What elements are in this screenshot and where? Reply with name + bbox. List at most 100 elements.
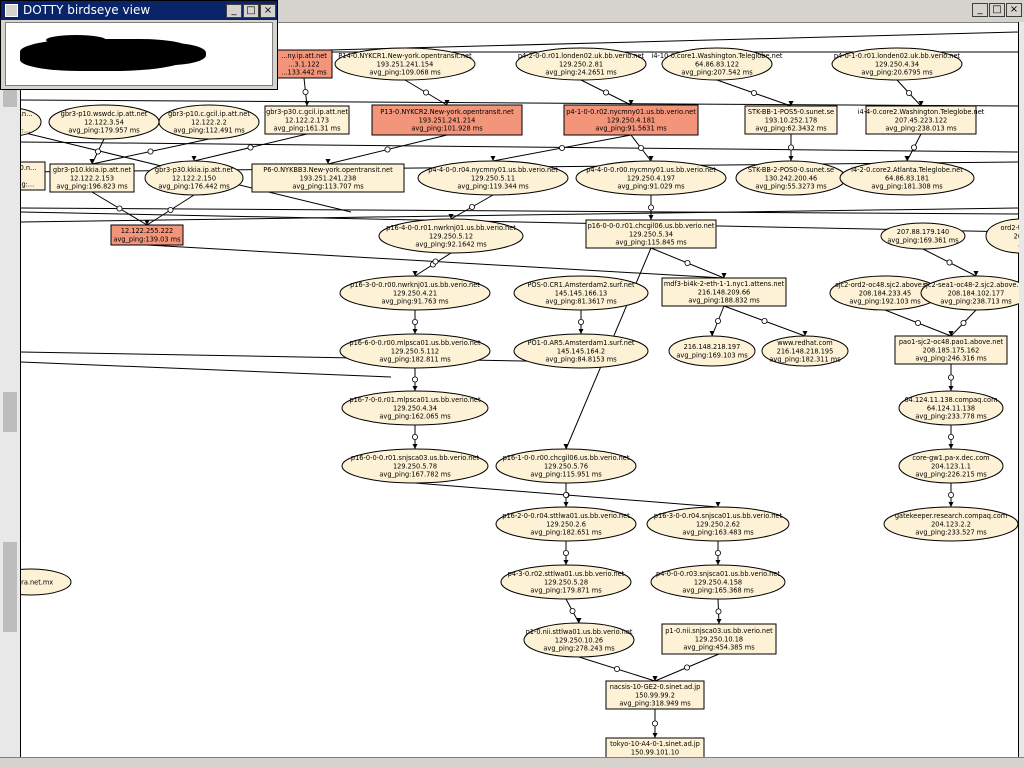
- graph-node-ellipse[interactable]: [985, 218, 1019, 254]
- graph-node-ellipse[interactable]: [920, 275, 1019, 311]
- edge-arrowhead: [721, 273, 727, 278]
- edge-port-marker: [247, 144, 254, 151]
- graph-node-ellipse[interactable]: [646, 506, 790, 542]
- node-label: gbr3-p10.n...: [21, 164, 36, 172]
- graph-node-ellipse[interactable]: [144, 160, 244, 196]
- graph-node-ellipse[interactable]: [650, 564, 786, 600]
- graph-node-ellipse[interactable]: [761, 335, 849, 367]
- graph-node-ellipse[interactable]: [839, 160, 975, 196]
- graph-node-box[interactable]: [605, 680, 705, 710]
- graph-node-box[interactable]: [744, 105, 838, 135]
- graph-node-box[interactable]: [371, 104, 523, 136]
- edge-port-marker: [569, 608, 576, 615]
- edge-port-marker: [384, 146, 391, 153]
- node-label: p16-3-0-0.r04.snjsca01.us.bb.verio.net: [654, 512, 783, 520]
- node-label: 207.45.223.122: [895, 116, 947, 124]
- edge-port-marker: [638, 145, 645, 152]
- graph-node-ellipse[interactable]: [880, 222, 966, 250]
- graph-node-ellipse[interactable]: [575, 160, 727, 196]
- graph-node-ellipse[interactable]: [883, 506, 1019, 542]
- node-label: ord2-tgx1-...: [1001, 224, 1019, 232]
- node-label: 12.122.2.153: [70, 174, 114, 182]
- graph-node-ellipse[interactable]: [661, 47, 773, 81]
- edge-arrowhead: [628, 100, 634, 105]
- left-scroll-ruler[interactable]: [0, 22, 21, 768]
- node-label: p16-7-0-0.r01.mlpsca01.us.bb.verio.net: [349, 396, 481, 404]
- graph-node-ellipse[interactable]: [21, 568, 72, 596]
- node-label: p4-3-0.r02.sttlwa01.us.bb.verio.net: [508, 570, 625, 578]
- graph-node-box[interactable]: [865, 105, 977, 135]
- graph-edge: [21, 361, 392, 378]
- node-label: 193.251.241.238: [300, 174, 357, 182]
- node-label: 12.122.2.150: [172, 174, 216, 182]
- node-label: 204.123.2.2: [931, 520, 971, 528]
- node-label: avg_ping:109.068 ms: [369, 69, 441, 77]
- node-label: 216.148.218.195: [777, 347, 834, 355]
- graph-node-box[interactable]: [894, 335, 1008, 365]
- birdseye-maximize-button[interactable]: □: [243, 4, 259, 18]
- edge-arrowhead: [563, 444, 569, 449]
- graph-node-box[interactable]: [661, 623, 777, 655]
- node-label: 64.124.11.138: [927, 404, 975, 412]
- graph-node-box[interactable]: [110, 224, 184, 246]
- graph-edge: [21, 99, 1019, 107]
- graph-node-box[interactable]: [661, 277, 787, 307]
- graph-node-ellipse[interactable]: [898, 448, 1004, 484]
- graph-node-box[interactable]: [605, 737, 705, 758]
- graph-node-ellipse[interactable]: [831, 47, 963, 81]
- birdseye-minimize-button[interactable]: _: [226, 4, 242, 18]
- graph-node-ellipse[interactable]: [341, 448, 489, 484]
- graph-node-ellipse[interactable]: [378, 218, 524, 254]
- graph-node-box[interactable]: [563, 104, 699, 136]
- node-label: avg_ping:91.763 ms: [381, 298, 449, 306]
- graph-node-ellipse[interactable]: [513, 275, 649, 311]
- graph-node-ellipse[interactable]: [21, 108, 42, 136]
- node-label: nacsis-10-GE2-0.sinet.ad.jp: [610, 683, 701, 691]
- graph-node-ellipse[interactable]: [334, 47, 476, 81]
- graph-node-box[interactable]: [251, 163, 405, 193]
- graph-node-box[interactable]: [49, 163, 135, 193]
- graph-node-ellipse[interactable]: [158, 104, 260, 140]
- node-label: 150.99.101.10: [631, 748, 679, 756]
- birdseye-overview[interactable]: [5, 22, 273, 86]
- birdseye-titlebar[interactable]: DOTTY birdseye view: [1, 1, 277, 20]
- graph-node-ellipse[interactable]: [523, 622, 635, 658]
- right-scroll-ruler[interactable]: [1018, 22, 1024, 768]
- node-label: avg_ping:278.243 ms: [543, 645, 615, 653]
- graph-node-box[interactable]: [275, 49, 333, 79]
- graph-node-box[interactable]: [585, 219, 717, 249]
- close-button[interactable]: ×: [1006, 3, 1022, 17]
- node-label: 129.250.5.78: [393, 462, 437, 470]
- graph-node-ellipse[interactable]: [495, 506, 637, 542]
- graph-node-ellipse[interactable]: [668, 335, 756, 367]
- minimize-button[interactable]: _: [972, 3, 988, 17]
- edge-port-marker: [559, 145, 566, 152]
- edge-port-marker: [147, 148, 154, 155]
- graph-node-ellipse[interactable]: [417, 160, 569, 196]
- node-label: avg_ping:169.361 ms: [887, 236, 959, 244]
- graph-node-box[interactable]: [21, 161, 46, 191]
- graph-node-ellipse[interactable]: [339, 275, 491, 311]
- graph-node-ellipse[interactable]: [495, 448, 637, 484]
- birdseye-window[interactable]: DOTTY birdseye view _ □ ×: [0, 0, 278, 90]
- network-graph[interactable]: ...ny.ip.att.net...3.1.122...133.442 msP…: [21, 22, 1019, 758]
- edge-arrowhead: [448, 214, 454, 219]
- graph-node-ellipse[interactable]: [515, 47, 647, 81]
- node-label: 129.250.5.28: [544, 578, 588, 586]
- edge-port-marker: [648, 204, 655, 211]
- graph-node-ellipse[interactable]: [898, 390, 1004, 426]
- edge-port-marker: [614, 666, 621, 673]
- bottom-scrollbar[interactable]: [0, 757, 1024, 768]
- graph-node-ellipse[interactable]: [339, 333, 491, 369]
- graph-node-ellipse[interactable]: [500, 564, 632, 600]
- maximize-button[interactable]: □: [989, 3, 1005, 17]
- edge-port-marker: [578, 318, 585, 325]
- graph-node-ellipse[interactable]: [341, 390, 489, 426]
- graph-node-box[interactable]: [264, 105, 350, 135]
- window-menu-icon[interactable]: [5, 4, 18, 17]
- edge-port-marker: [948, 491, 955, 498]
- birdseye-close-button[interactable]: ×: [260, 4, 276, 18]
- graph-node-ellipse[interactable]: [513, 333, 649, 369]
- node-label: p16-0-0-0.r01.chcgil06.us.bb.verio.net: [588, 222, 715, 230]
